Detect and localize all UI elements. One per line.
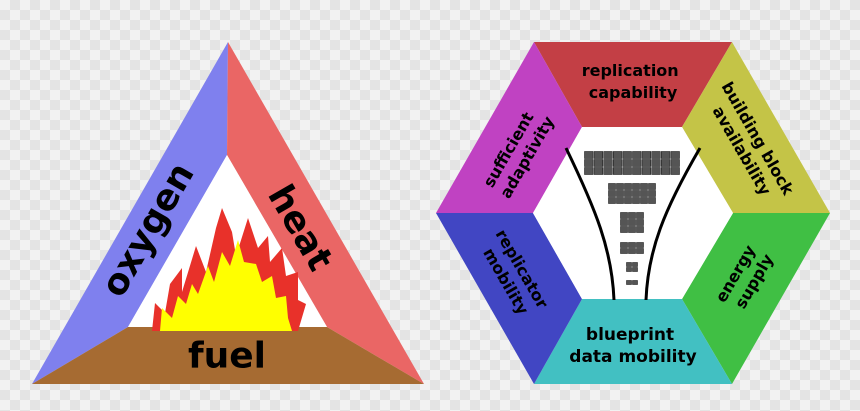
funnel-block — [660, 167, 671, 175]
funnel-block — [648, 190, 656, 197]
funnel-block — [670, 167, 680, 175]
funnel-block — [620, 242, 628, 248]
funnel-block — [593, 167, 603, 175]
funnel-block — [660, 159, 671, 167]
funnel-block — [593, 159, 603, 167]
shrinking-blocks-funnel-icon — [564, 147, 702, 301]
funnel-block — [612, 167, 623, 175]
funnel-block — [622, 159, 632, 167]
funnel-block — [626, 267, 632, 272]
funnel-block — [616, 197, 624, 204]
funnel-block — [632, 159, 642, 167]
funnel-block — [660, 151, 671, 159]
fuel-side — [32, 327, 424, 384]
segment-top-right — [682, 42, 830, 213]
funnel-block — [622, 151, 632, 159]
funnel-block — [636, 226, 644, 233]
funnel-block — [620, 219, 628, 226]
funnel-block — [670, 151, 680, 159]
funnel-block — [628, 219, 636, 226]
funnel-block — [603, 167, 613, 175]
funnel-block — [641, 159, 651, 167]
funnel-block — [624, 197, 632, 204]
top-segment-label: replication capability — [582, 61, 685, 102]
funnel-block — [620, 226, 628, 233]
funnel-block — [648, 183, 656, 190]
segment-top — [534, 42, 732, 127]
funnel-block — [626, 280, 632, 285]
bottom-segment-label: blueprint data mobility — [569, 325, 696, 367]
segment-top-left — [436, 42, 582, 213]
funnel-block — [636, 212, 644, 219]
segment-bottom — [534, 299, 732, 384]
funnel-block — [670, 159, 680, 167]
funnel-block — [651, 151, 661, 159]
oxygen-side — [32, 42, 228, 384]
funnel-block — [636, 248, 644, 254]
fuel-label: fuel — [188, 336, 266, 377]
funnel-block — [648, 197, 656, 204]
funnel-block — [603, 151, 613, 159]
segment-bottom-left — [436, 213, 582, 384]
funnel-block — [584, 159, 594, 167]
funnel-block — [628, 212, 636, 219]
funnel-block — [636, 242, 644, 248]
funnel-block — [641, 167, 651, 175]
funnel-block — [584, 151, 594, 159]
funnel-block — [593, 151, 603, 159]
funnel-block — [632, 267, 638, 272]
funnel-block — [608, 197, 616, 204]
funnel-block — [612, 159, 623, 167]
funnel-block — [632, 190, 640, 197]
funnel-block — [632, 151, 642, 159]
funnel-block — [608, 190, 616, 197]
funnel-block — [640, 190, 648, 197]
funnel-block — [616, 190, 624, 197]
funnel-block — [636, 219, 644, 226]
replication-hexagon: replication capability building block av… — [436, 42, 830, 384]
funnel-block — [632, 197, 640, 204]
funnel-block — [620, 212, 628, 219]
funnel-block — [632, 280, 638, 285]
funnel-block — [651, 167, 661, 175]
funnel-block — [608, 183, 616, 190]
funnel-block — [632, 262, 638, 267]
funnel-block — [584, 167, 594, 175]
funnel-block — [632, 167, 642, 175]
funnel-block — [651, 159, 661, 167]
funnel-block — [640, 197, 648, 204]
funnel-block — [628, 248, 636, 254]
fire-icon — [152, 208, 306, 331]
funnel-block — [620, 248, 628, 254]
funnel-block — [628, 242, 636, 248]
funnel-block — [626, 262, 632, 267]
funnel-block — [632, 183, 640, 190]
funnel-block — [624, 190, 632, 197]
funnel-block — [641, 151, 651, 159]
funnel-block — [603, 159, 613, 167]
funnel-block — [622, 167, 632, 175]
funnel-block — [616, 183, 624, 190]
funnel-block — [612, 151, 623, 159]
heat-side — [227, 42, 424, 384]
fire-triangle: oxygen heat fuel — [32, 42, 424, 384]
funnel-block — [628, 226, 636, 233]
segment-bottom-right — [682, 213, 830, 384]
funnel-block — [640, 183, 648, 190]
funnel-block — [624, 183, 632, 190]
